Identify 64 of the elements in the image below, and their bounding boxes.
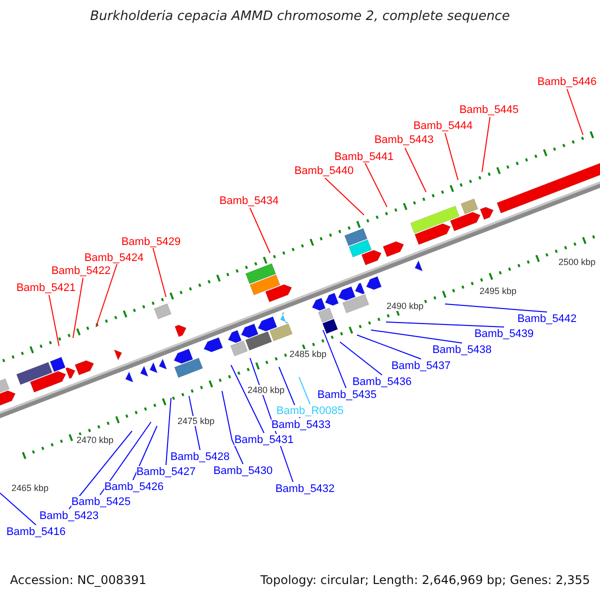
gene-label: Bamb_5444	[413, 120, 473, 132]
leader-line	[386, 322, 504, 328]
gene-label: Bamb_5416	[6, 526, 66, 538]
gene-label: Bamb_R0085	[276, 405, 344, 417]
leader-line	[482, 116, 490, 172]
leader-line	[566, 88, 584, 136]
leader-line	[72, 278, 84, 338]
sequence-info-note: Topology: circular; Length: 2,646,969 bp; Genes: 2,355	[260, 573, 590, 587]
gene-label: Bamb_5438	[432, 344, 492, 356]
gene-label: Bamb_5428	[170, 451, 230, 463]
gene-label: Bamb_5431	[234, 434, 294, 446]
gene-label: Bamb_5441	[334, 151, 394, 163]
gene-label: Bamb_5425	[71, 496, 131, 508]
gene-label: Bamb_5446	[537, 76, 597, 88]
gene-label: Bamb_5426	[104, 481, 164, 493]
leader-line	[48, 294, 60, 346]
leader-line	[222, 390, 244, 464]
gene-label: Bamb_5442	[517, 313, 577, 325]
gene-label: Bamb_5423	[39, 510, 99, 522]
leader-line	[444, 132, 458, 180]
leader-line	[324, 178, 364, 216]
leader-line	[96, 264, 118, 328]
tick-label: 2470 kbp	[75, 435, 115, 445]
leader-line	[68, 430, 132, 510]
leader-line	[152, 248, 166, 298]
leader-line	[322, 330, 346, 388]
tick-label: 2490 kbp	[385, 301, 425, 311]
gene-label: Bamb_5445	[459, 104, 519, 116]
leader-line	[230, 364, 264, 434]
gene-label: Bamb_5424	[84, 252, 144, 264]
leader-line	[340, 342, 382, 376]
leader-line	[132, 426, 158, 480]
gene-label: Bamb_5439	[474, 328, 534, 340]
gene-label: Bamb_5429	[121, 236, 181, 248]
gene-label: Bamb_5430	[213, 465, 273, 477]
gene-label: Bamb_5437	[391, 360, 451, 372]
gene-label: Bamb_5434	[219, 195, 279, 207]
gene-label: Bamb_5432	[275, 483, 335, 495]
tick-label: 2480 kbp	[246, 385, 286, 395]
gene-label: Bamb_5440	[294, 165, 354, 177]
leader-line	[100, 422, 152, 496]
leader-line	[370, 330, 462, 344]
leader-line	[298, 376, 310, 404]
tick-label: 2500 kbp	[557, 257, 597, 267]
gene-label: Bamb_5433	[271, 419, 331, 431]
leader-line	[250, 208, 270, 254]
gene-label: Bamb_5435	[317, 389, 377, 401]
tick-label: 2495 kbp	[478, 286, 518, 296]
tick-label: 2465 kbp	[10, 483, 50, 493]
leader-line	[364, 162, 388, 208]
leader-line	[356, 334, 422, 360]
tick-label: 2485 kbp	[288, 349, 328, 359]
gene-label: Bamb_5443	[374, 134, 434, 146]
tick-label: 2475 kbp	[176, 416, 216, 426]
gene-label: Bamb_5436	[352, 376, 412, 388]
gene-label: Bamb_5421	[16, 282, 76, 294]
title: Burkholderia cepacia AMMD chromosome 2, complete sequence	[89, 9, 511, 24]
gene-label: Bamb_5427	[136, 466, 196, 478]
leader-line	[404, 148, 426, 192]
accession-note: Accession: NC_008391	[10, 573, 146, 587]
leader-line	[444, 304, 548, 312]
leader-line	[166, 398, 172, 466]
gene-label: Bamb_5422	[51, 265, 111, 277]
leader-line	[0, 492, 36, 526]
